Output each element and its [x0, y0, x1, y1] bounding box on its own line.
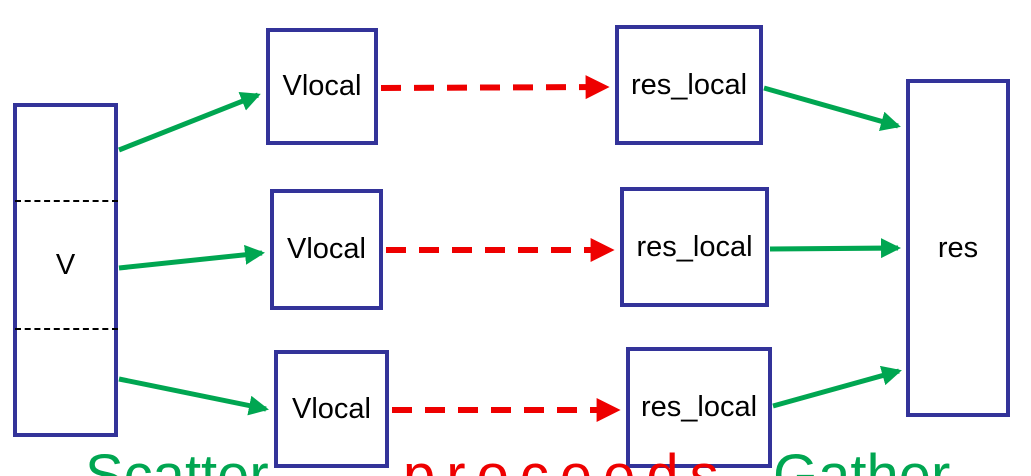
transfer-arrow-1	[380, 75, 610, 100]
res-local-box-2: res_local	[620, 187, 769, 307]
caption-scatter: Scatter	[85, 443, 269, 476]
v-partition-divider-1	[15, 200, 118, 202]
scatter-arrow-3	[118, 376, 269, 416]
gather-arrow-3	[772, 365, 902, 409]
caption-proceeds: proceeds	[403, 443, 730, 476]
res-local-box-3: res_local	[626, 347, 772, 468]
res-local-label-2: res_local	[636, 230, 753, 263]
res-local-label-1: res_local	[630, 68, 748, 101]
res-local-label-3: res_local	[640, 391, 758, 423]
v-partition-divider-2	[15, 328, 118, 330]
vlocal-box-3: Vlocal	[274, 350, 389, 468]
res-label: res	[937, 231, 979, 264]
v-label: V	[55, 248, 76, 281]
gather-arrow-1	[763, 85, 901, 131]
vlocal-label-3: Vlocal	[292, 392, 371, 425]
v-box: V	[13, 103, 118, 437]
res-box: res	[906, 79, 1010, 417]
vlocal-box-1: Vlocal	[266, 28, 378, 145]
v-label-wrap: V	[17, 202, 114, 328]
vlocal-label-2: Vlocal	[287, 233, 366, 265]
gather-arrow-2	[769, 238, 901, 259]
scatter-arrow-1	[118, 91, 261, 153]
vlocal-box-2: Vlocal	[270, 189, 383, 310]
res-local-box-1: res_local	[615, 25, 763, 145]
vlocal-label-1: Vlocal	[282, 70, 362, 102]
caption-gather: Gather	[773, 443, 951, 476]
scatter-arrow-2	[118, 244, 265, 271]
